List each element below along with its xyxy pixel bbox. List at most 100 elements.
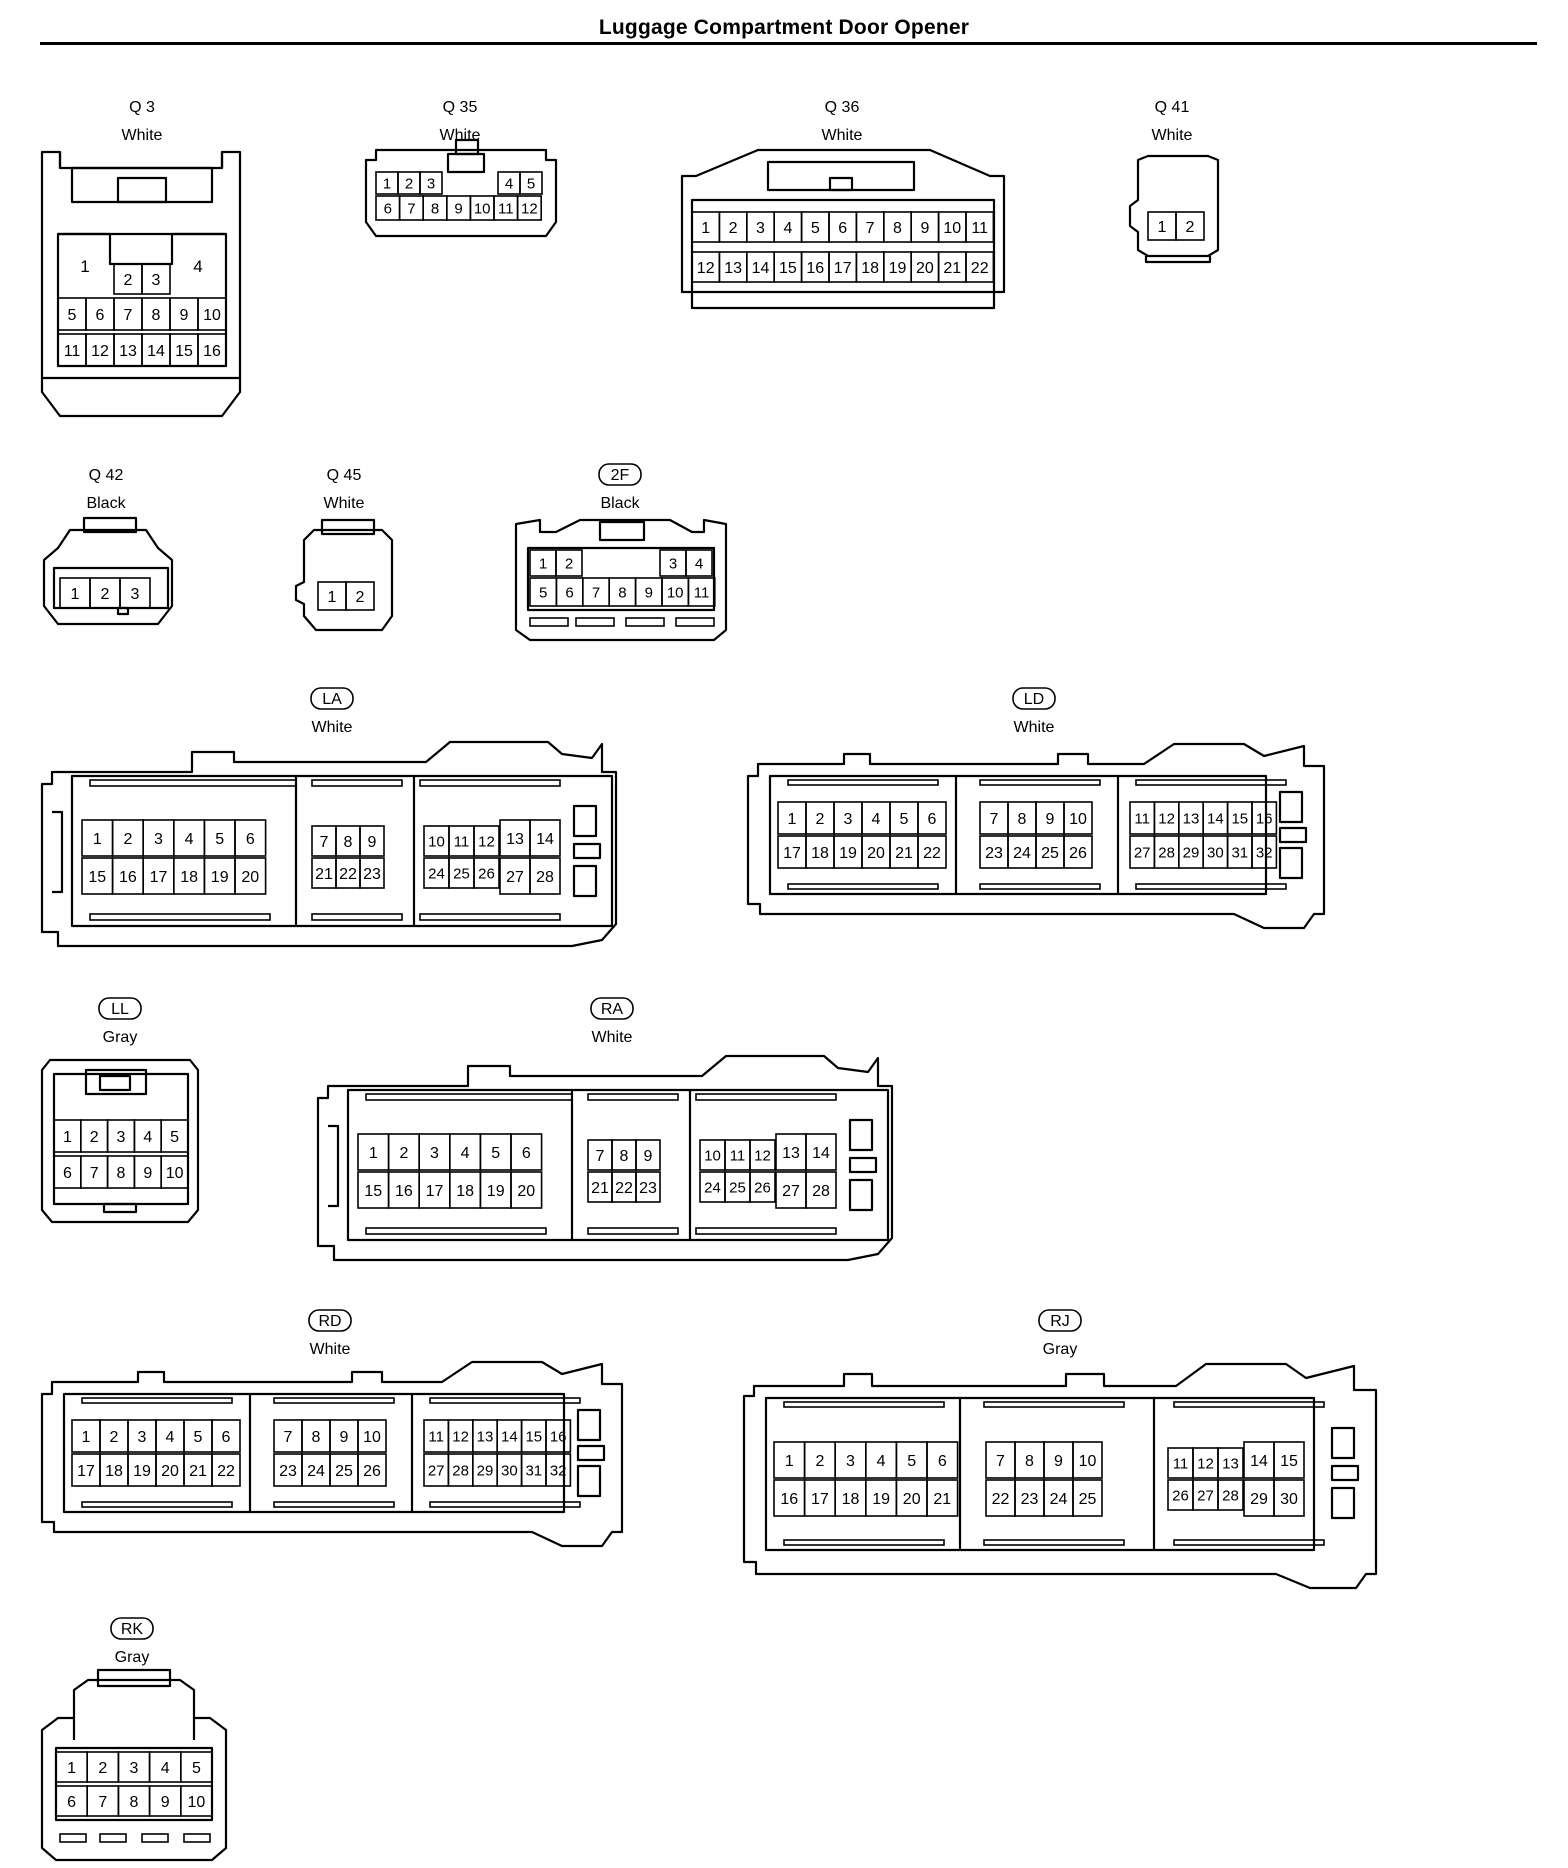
pin-number: 2 [399, 1145, 408, 1162]
pin-number: 23 [1021, 1491, 1039, 1508]
pin-number: 30 [501, 1462, 518, 1479]
pin-number: 7 [866, 220, 875, 237]
pin-number: 31 [1231, 844, 1248, 861]
connector-code: Q 36 [825, 99, 860, 116]
pin-number: 4 [505, 175, 513, 192]
connector-code: RJ [1050, 1313, 1070, 1330]
pin-number: 4 [161, 1760, 170, 1777]
pin-number: 2 [356, 589, 365, 606]
pin-cell [419, 171, 443, 195]
pin-number: 2 [98, 1760, 107, 1777]
pin-cell [1063, 835, 1093, 869]
connector-color: White [1014, 719, 1055, 736]
pin-cell [555, 549, 583, 577]
housing-part [1278, 826, 1308, 844]
housing-part [96, 1668, 172, 1688]
pin-number: 25 [335, 1463, 353, 1480]
pin-number: 5 [170, 1129, 179, 1146]
housing-part [1330, 1426, 1356, 1460]
pin-number: 7 [592, 584, 600, 601]
pin-cell [160, 1155, 189, 1189]
pin-number: 12 [697, 260, 715, 277]
pin-number: 1 [80, 257, 89, 276]
housing-part [576, 1408, 602, 1442]
housing-part [429, 1501, 581, 1508]
pin-number: 14 [812, 1145, 830, 1162]
pin-number: 2 [110, 1429, 119, 1446]
housing-part [116, 176, 168, 204]
pin-number: 9 [645, 584, 653, 601]
pin-cell [1273, 1441, 1305, 1479]
pin-number: 14 [752, 260, 770, 277]
pin-number: 10 [704, 1147, 721, 1164]
housing-part [1135, 883, 1287, 890]
pin-number: 1 [1158, 219, 1167, 236]
pin-cell [160, 1119, 189, 1153]
pin-number: 29 [1183, 844, 1200, 861]
pin-number: 23 [279, 1463, 297, 1480]
pin-number: 28 [536, 869, 554, 886]
pin-cell [1217, 1479, 1244, 1511]
pin-number: 28 [1222, 1487, 1239, 1504]
pin-cell [357, 1453, 387, 1487]
pin-number: 14 [1250, 1453, 1268, 1470]
housing-outline [364, 148, 558, 238]
housing-part [70, 774, 614, 928]
pin-number: 13 [506, 831, 524, 848]
pin-number: 2 [405, 175, 413, 192]
housing-part [764, 1396, 1316, 1552]
housing-part [695, 1093, 837, 1101]
pin-number: 8 [312, 1429, 321, 1446]
pin-number: 21 [189, 1463, 207, 1480]
pin-number: 5 [527, 175, 535, 192]
housing-part [690, 198, 996, 294]
pin-number: 1 [93, 831, 102, 848]
pin-number: 30 [1207, 844, 1224, 861]
pin-number: 14 [501, 1428, 518, 1445]
housing-part [983, 1539, 1125, 1546]
housing-outline [40, 1058, 200, 1224]
pin-number: 27 [428, 1462, 445, 1479]
pin-number: 2 [90, 1129, 99, 1146]
pin-cell [917, 801, 947, 835]
pin-number: 9 [1054, 1453, 1063, 1470]
connector-code: RA [601, 1001, 624, 1018]
housing-part [695, 1227, 837, 1235]
pin-number: 27 [1134, 844, 1151, 861]
pin-number: 4 [143, 1129, 152, 1146]
pin-number: 7 [996, 1453, 1005, 1470]
housing-part [979, 779, 1101, 786]
pin-number: 1 [788, 811, 797, 828]
housing-part [346, 1088, 890, 1242]
pin-number: 16 [395, 1183, 413, 1200]
pin-cell [1217, 1447, 1244, 1479]
pin-number: 3 [669, 555, 677, 572]
pin-number: 15 [779, 260, 797, 277]
pin-number: 2 [565, 555, 573, 572]
pin-number: 18 [811, 845, 829, 862]
pin-number: 12 [754, 1147, 771, 1164]
pin-number: 6 [222, 1429, 231, 1446]
pin-number: 11 [64, 343, 81, 360]
connector-color: White [440, 127, 481, 144]
pin-number: 9 [340, 1429, 349, 1446]
pin-number: 24 [307, 1463, 325, 1480]
housing-outline [40, 740, 618, 948]
pin-number: 22 [971, 260, 989, 277]
pin-cell [1072, 1441, 1103, 1479]
pin-number: 19 [839, 845, 857, 862]
pin-number: 3 [430, 1145, 439, 1162]
housing-part [320, 518, 376, 536]
housing-part [446, 152, 486, 174]
pin-cell [119, 577, 151, 609]
housing-outline [72, 1718, 196, 1740]
pin-number: 17 [77, 1463, 95, 1480]
pin-cell [519, 171, 543, 195]
pin-number: 22 [615, 1180, 633, 1197]
pin-cell [1072, 1479, 1103, 1517]
